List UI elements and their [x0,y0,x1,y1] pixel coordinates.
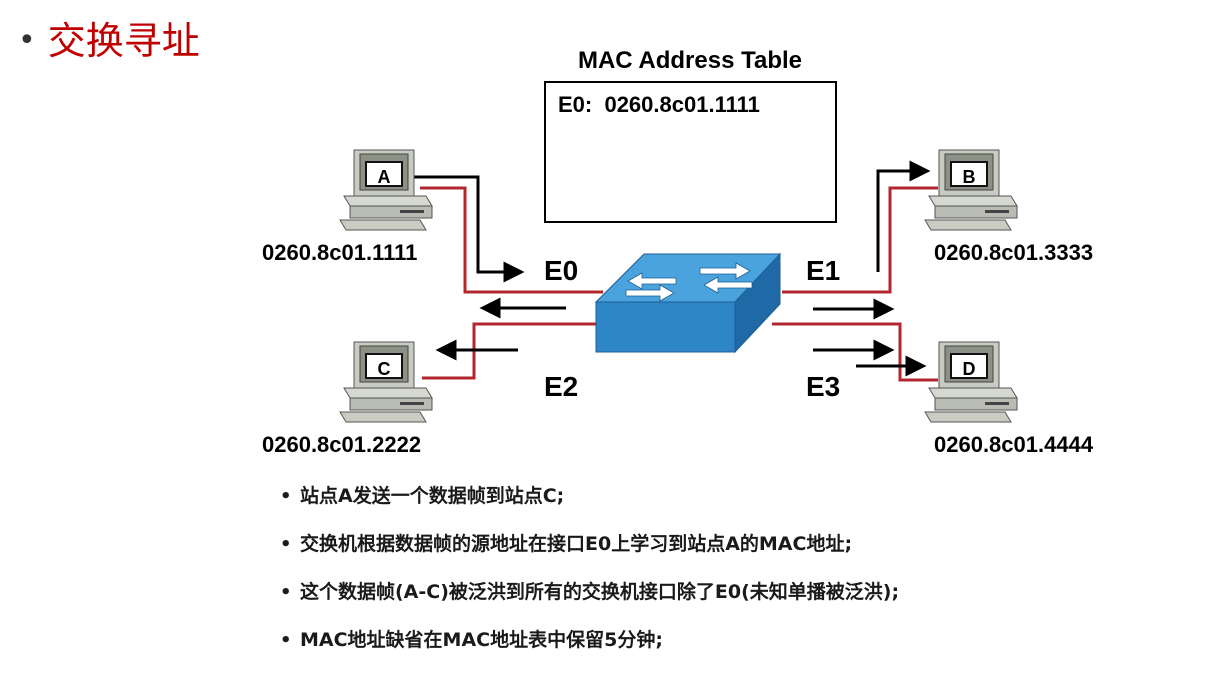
host-d: D [924,341,1018,423]
explanation-text: 这个数据帧(A-C)被泛洪到所有的交换机接口除了E0(未知单播被泛洪); [300,581,900,603]
host-label-c: C [378,359,391,379]
port-label-e0: E0 [544,255,578,286]
mac-table-entry: E0: 0260.8c01.1111 [558,92,760,117]
port-label-e3: E3 [806,371,840,402]
slide-title-row: • 交换寻址 [18,22,200,60]
host-a: A [339,149,433,231]
title-bullet: • [18,23,36,58]
arrow-e1-to-b [876,160,931,272]
host-label-d: D [963,359,976,379]
explanation-text: 站点A发送一个数据帧到站点C; [300,485,565,507]
port-label-e2: E2 [544,371,578,402]
host-b: B [924,149,1018,231]
link-e3-d [772,322,938,382]
mac-label-d: 0260.8c01.4444 [934,432,1094,457]
host-c: C [339,341,433,423]
mac-label-b: 0260.8c01.3333 [934,240,1093,265]
explanation-text: MAC地址缺省在MAC地址表中保留5分钟; [300,629,663,651]
explanation-item: •站点A发送一个数据帧到站点C; [280,485,565,507]
switch-arrows-icon [625,262,753,302]
switch [594,252,782,354]
computer-icon [339,341,433,423]
explanation-item: •交换机根据数据帧的源地址在接口E0上学习到站点A的MAC地址; [280,533,853,555]
host-label-b: B [963,167,976,187]
switch-front [595,301,736,353]
computer-icon [924,149,1018,231]
link-e1-b [782,186,938,294]
switch-side [734,252,781,354]
explanation-item: •这个数据帧(A-C)被泛洪到所有的交换机接口除了E0(未知单播被泛洪); [280,581,900,603]
link-a-e0 [420,186,603,294]
mac-label-a: 0260.8c01.1111 [262,240,417,265]
explanation-item: •MAC地址缺省在MAC地址表中保留5分钟; [280,629,663,651]
mac-label-c: 0260.8c01.2222 [262,432,421,457]
explanation-text: 交换机根据数据帧的源地址在接口E0上学习到站点A的MAC地址; [300,533,853,555]
flow-arrows [408,160,931,377]
host-label-a: A [378,167,391,187]
explanation-list: •站点A发送一个数据帧到站点C; •交换机根据数据帧的源地址在接口E0上学习到站… [280,480,899,672]
computer-icon [924,341,1018,423]
arrow-a-to-e0 [408,175,525,283]
computer-icon [339,149,433,231]
slide-title: 交换寻址 [47,19,200,63]
port-label-e1: E1 [806,255,840,286]
mac-table-heading: MAC Address Table [578,47,802,74]
mac-table-box [544,81,837,223]
